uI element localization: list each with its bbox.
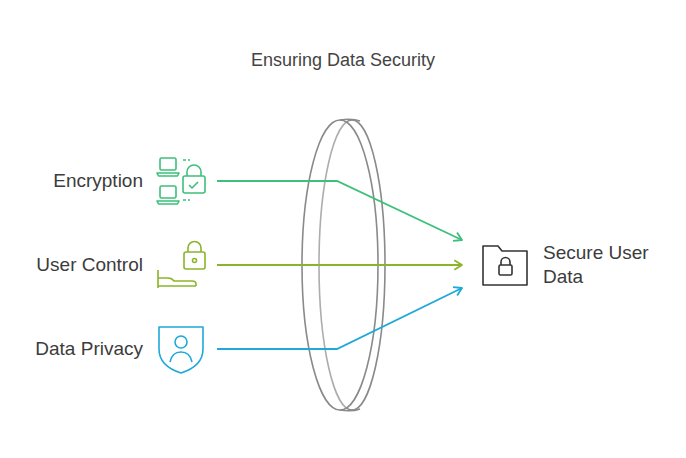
flow-arrow [217,260,462,269]
flow-arrow [217,181,462,241]
node-label: Secure User Data [543,241,655,289]
secure-folder-icon [483,246,527,285]
flow-arrow [217,287,462,349]
lens-rim [340,119,360,121]
user-control-icon [158,242,205,289]
node-label: Encryption [53,169,143,193]
connector-line [217,288,462,349]
output-item: Secure User Data [462,235,662,295]
connector-line [217,264,462,266]
arrow-head [454,260,462,269]
arrow-head [453,287,462,295]
node-label: User Control [36,253,143,277]
node-label: Data Privacy [35,337,143,361]
connector-line [217,181,462,240]
privacy-shield-icon [159,327,203,373]
arrow-head [453,232,462,241]
lens-rim [340,409,360,411]
input-item: Encryption [27,156,217,206]
diagram-title: Ensuring Data Security [0,50,686,71]
input-item: Data Privacy [27,324,217,374]
input-item: User Control [27,240,217,290]
encryption-icon [157,158,205,204]
